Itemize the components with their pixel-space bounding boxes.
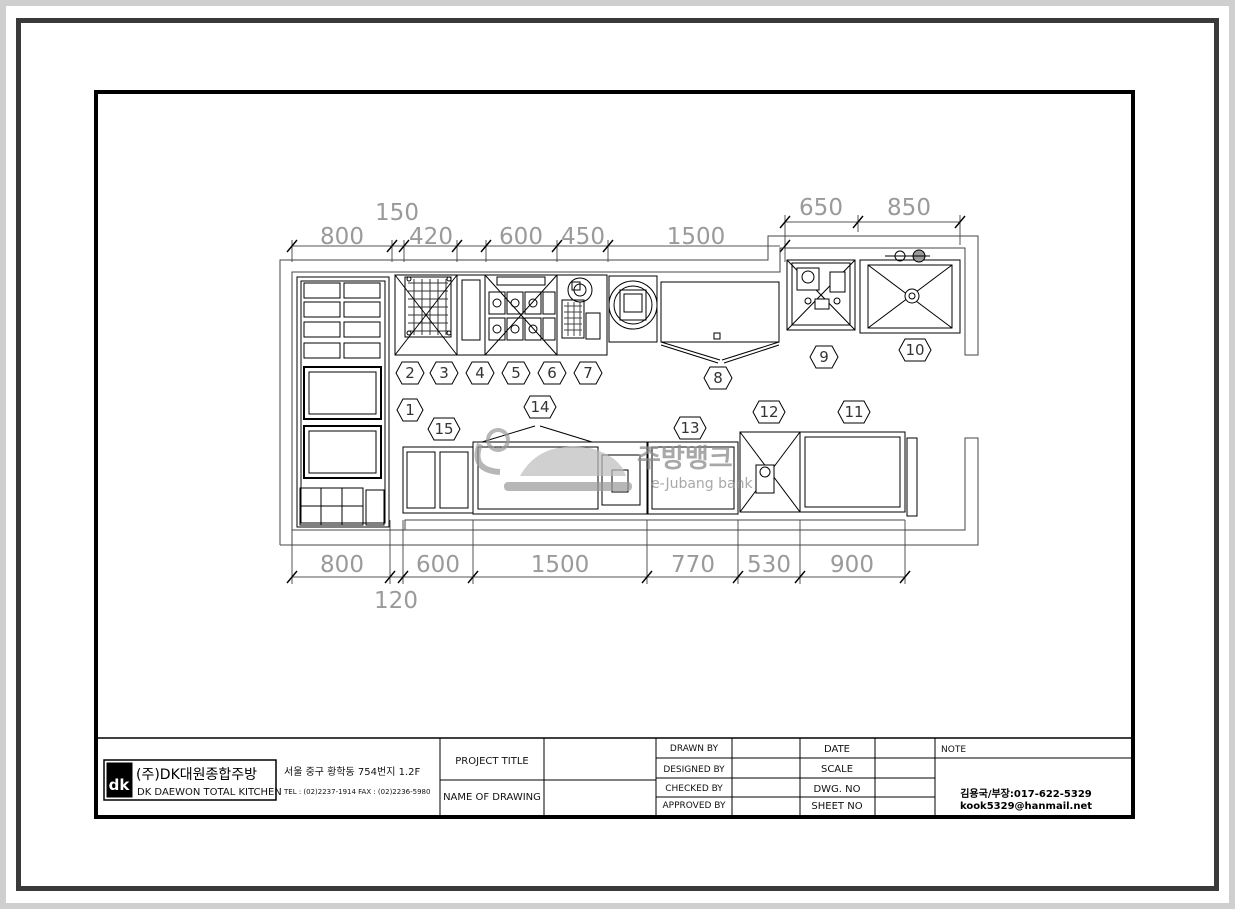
equipment-1-range [296, 276, 390, 528]
tag-8-shape [703, 366, 733, 390]
drawn-by-label: DRAWN BY [670, 744, 719, 754]
dim-bottom-800: 800 [320, 552, 364, 578]
contact-email: kook5329@hanmail.net [960, 801, 1092, 812]
tag-2-label: 2 [405, 364, 415, 382]
tag-1-shape [396, 398, 424, 422]
dim-bottom-900: 900 [830, 552, 874, 578]
tag-11-label: 11 [844, 403, 863, 421]
dim-top-1500: 1500 [667, 224, 726, 250]
tag-9-label: 9 [819, 348, 829, 366]
dim-top-420: 420 [409, 224, 453, 250]
bottom-dimension-lines [291, 520, 906, 584]
equipment-12-sink [739, 431, 801, 513]
sheet-no-label: SHEET NO [811, 801, 862, 812]
equipment-9-sink-unit [786, 259, 856, 331]
equipment-number-tags [395, 338, 932, 441]
dim-top-150: 150 [375, 200, 419, 226]
dwg-no-label: DWG. NO [813, 784, 860, 795]
tag-4-label: 4 [475, 364, 485, 382]
tag-15-shape [427, 417, 461, 441]
dim-bottom-120: 120 [374, 588, 418, 614]
dim-top-850: 850 [887, 195, 931, 221]
tag-2-shape [395, 361, 425, 385]
tag-12-shape [752, 400, 786, 424]
tag-5-label: 5 [511, 364, 521, 382]
company-name-en: DK DAEWON TOTAL KITCHEN [137, 787, 282, 798]
kitchen-walls [279, 235, 979, 546]
equipment-8-refrigerator [608, 275, 780, 364]
date-label: DATE [824, 744, 850, 755]
top-dimension-lines [291, 215, 961, 262]
tag-7-label: 7 [583, 364, 593, 382]
tag-3-label: 3 [439, 364, 449, 382]
note-label: NOTE [941, 745, 966, 755]
watermark-subtitle: e-Jubang bank [651, 476, 753, 492]
tag-14-shape [523, 395, 557, 419]
title-block [96, 737, 1133, 817]
company-name-kr: (주)DK대원종합주방 [136, 767, 257, 783]
tag-1-label: 1 [405, 401, 415, 419]
equipment-4-6-burners [484, 274, 558, 356]
equipment-7-sink [556, 274, 608, 356]
company-logo: dk [109, 776, 131, 794]
drawing-border [94, 90, 1135, 819]
top-dimension-ticks [286, 215, 966, 253]
watermark [474, 428, 632, 491]
dim-bottom-1500: 1500 [531, 552, 590, 578]
watermark-cloche-icon [520, 446, 626, 476]
equipment-13-table [647, 441, 739, 515]
equipment-2-rack [394, 274, 458, 356]
tag-13-label: 13 [680, 419, 699, 437]
tag-7-shape [573, 361, 603, 385]
equipment-11-fridge [799, 431, 918, 517]
tag-10-label: 10 [905, 341, 924, 359]
dim-bottom-600: 600 [416, 552, 460, 578]
tag-8-label: 8 [713, 369, 723, 387]
tag-12-label: 12 [759, 403, 778, 421]
equipment-10-prep-sink [859, 249, 961, 334]
tag-14-label: 14 [530, 398, 549, 416]
tag-9-shape [809, 345, 839, 369]
dim-top-650: 650 [799, 195, 843, 221]
dim-bottom-770: 770 [671, 552, 715, 578]
tag-3-shape [429, 361, 459, 385]
project-title-label: PROJECT TITLE [455, 756, 528, 767]
company-address: 서울 중구 황학동 754번지 1.2F [284, 766, 421, 778]
equipment-15-cabinet [402, 446, 474, 514]
dim-top-450: 450 [561, 224, 605, 250]
tag-10-shape [898, 338, 932, 362]
bottom-counter-edge [404, 519, 905, 530]
bottom-dimension-ticks [286, 570, 911, 584]
designed-by-label: DESIGNED BY [663, 765, 725, 775]
equipment-3-table [456, 274, 486, 356]
tag-11-shape [837, 400, 871, 424]
tag-5-shape [501, 361, 531, 385]
dim-top-800: 800 [320, 224, 364, 250]
dim-bottom-530: 530 [747, 552, 791, 578]
scale-label: SCALE [821, 764, 853, 775]
tag-4-shape [465, 361, 495, 385]
tag-13-shape [673, 416, 707, 440]
tag-6-shape [537, 361, 567, 385]
tag-15-label: 15 [434, 420, 453, 438]
approved-by-label: APPROVED BY [662, 801, 726, 811]
checked-by-label: CHECKED BY [665, 784, 723, 794]
company-tel-fax: TEL : (02)2237-1914 FAX : (02)2236-5980 [283, 788, 430, 796]
contact-name: 김용국/부장:017-622-5329 [960, 787, 1092, 800]
tag-6-label: 6 [547, 364, 557, 382]
name-of-drawing-label: NAME OF DRAWING [443, 792, 541, 803]
equipment-14-worktable [472, 425, 648, 515]
watermark-title: 주방뱅크 [637, 444, 733, 474]
dim-top-600: 600 [499, 224, 543, 250]
